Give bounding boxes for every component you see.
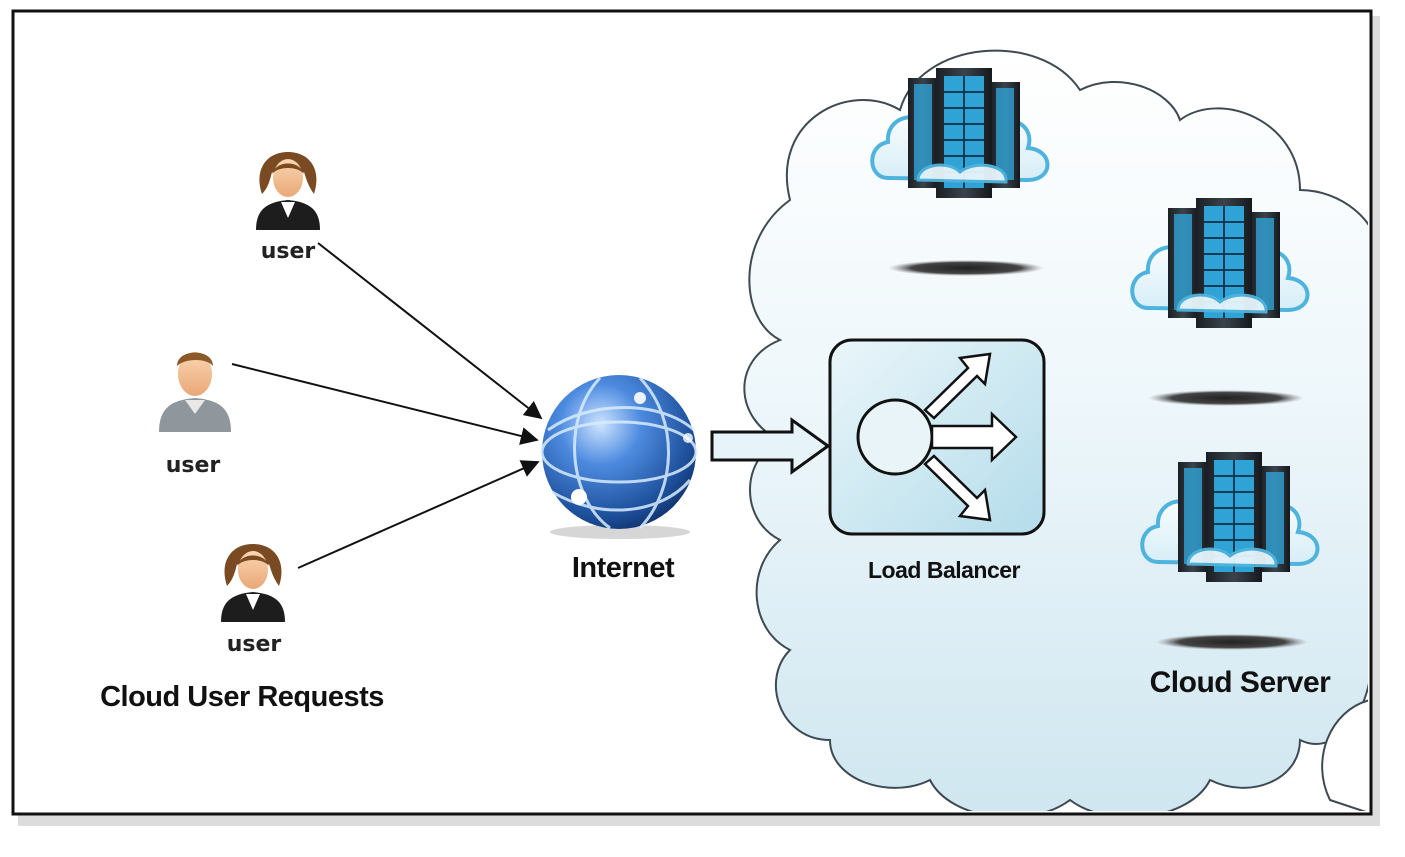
user-label-2: user [166,453,221,478]
block-arrow-icon [710,417,831,475]
server-cluster-top [870,66,1050,276]
request-arrow-3 [297,460,540,569]
request-arrow-1 [317,242,543,420]
globe-icon [540,375,698,539]
server-shadow [1148,390,1304,406]
server-shadow [888,260,1044,276]
user-label-3: user [227,632,282,657]
server-shadow [1156,634,1308,650]
load-balancer-icon [828,338,1046,536]
request-arrow-2 [231,363,539,445]
cloud-server-label: Cloud Server [1150,666,1332,699]
internet-label: Internet [572,552,675,584]
user-label-1: user [261,239,316,264]
load-balancer-label: Load Balancer [868,557,1021,583]
server-cluster-bottom [1140,450,1320,650]
cloud-bubble [1321,699,1368,811]
requests-label: Cloud User Requests [100,681,384,713]
server-cluster-middle [1130,196,1310,406]
